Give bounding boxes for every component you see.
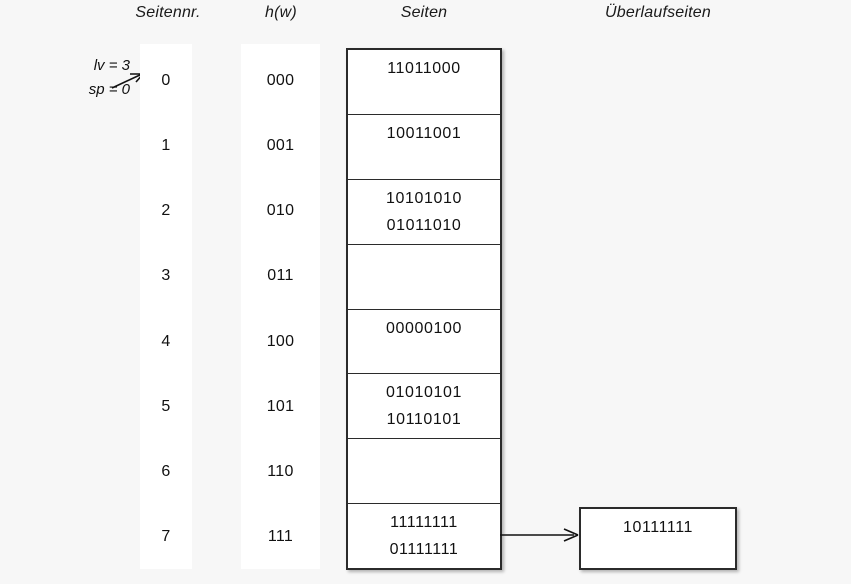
record-entry: 00000100 <box>386 319 462 337</box>
record-entry: 01111111 <box>389 541 459 559</box>
hash-value-cell: 010 <box>266 202 295 220</box>
hash-value-cell: 000 <box>266 71 295 89</box>
hash-value-cell: 110 <box>267 463 294 481</box>
page-bucket-row: 11111111 01111111 <box>348 504 500 568</box>
record-entry: 10101010 <box>386 189 462 207</box>
page-number-column-band <box>140 44 192 569</box>
record-entry: 01010101 <box>386 384 462 402</box>
record-entry: 01011010 <box>386 216 462 234</box>
column-header-hash-function: h(w) <box>265 4 297 21</box>
page-bucket-row: 10011001 <box>348 115 500 180</box>
record-entry: 11111111 <box>390 514 458 532</box>
page-number-cell: 5 <box>161 397 171 415</box>
hash-value-cell: 111 <box>267 528 294 546</box>
level-value: lv = 3 <box>93 57 130 74</box>
hash-value-cell: 100 <box>266 332 295 350</box>
record-entry: 10111111 <box>622 519 694 536</box>
page-number-cell: 6 <box>161 463 171 481</box>
page-bucket-row: 10101010 01011010 <box>348 180 500 245</box>
hash-value-cell: 001 <box>266 136 295 154</box>
hash-value-cell: 011 <box>267 267 294 285</box>
page-number-cell: 7 <box>161 528 171 546</box>
page-bucket-row: 01010101 10110101 <box>348 374 500 440</box>
page-number-cell: 4 <box>161 332 171 350</box>
page-number-cell: 1 <box>161 136 171 154</box>
page-bucket-row: 11011000 <box>348 50 500 115</box>
page-number-cell: 2 <box>161 202 171 220</box>
page-number-column: 0 1 2 3 4 5 6 7 <box>140 48 192 570</box>
overflow-link-arrow-icon <box>500 528 579 542</box>
hash-value-column: 000 001 010 011 100 101 110 111 <box>241 48 320 570</box>
overflow-page-box: 10111111 <box>579 507 737 570</box>
page-bucket-row <box>348 245 500 310</box>
pages-table: 11011000 10011001 10101010 01011010 00000… <box>346 48 502 570</box>
hash-column-band <box>241 44 320 569</box>
record-entry: 11011000 <box>387 60 461 77</box>
page-number-cell: 0 <box>161 71 171 89</box>
record-entry: 10011001 <box>386 124 462 142</box>
column-header-page-number: Seitennr. <box>135 4 201 21</box>
record-entry: 10110101 <box>386 411 462 429</box>
page-bucket-row <box>348 439 500 505</box>
page-bucket-row: 00000100 <box>348 310 500 375</box>
column-header-overflow-pages: Überlaufseiten <box>605 4 711 21</box>
column-header-pages: Seiten <box>400 4 448 21</box>
page-number-cell: 3 <box>161 267 171 285</box>
hash-value-cell: 101 <box>266 397 295 415</box>
